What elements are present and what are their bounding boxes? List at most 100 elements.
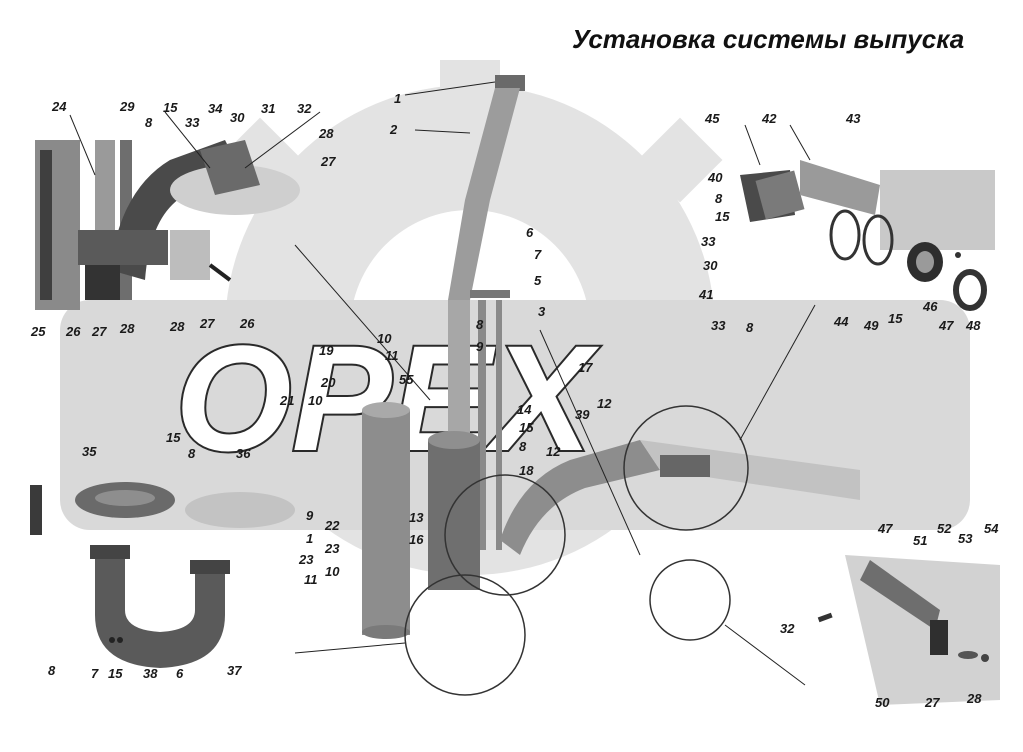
callout-8: 8: [476, 317, 484, 332]
callout-50: 50: [875, 695, 890, 710]
callout-52: 52: [937, 521, 952, 536]
callout-15: 15: [519, 420, 534, 435]
rear-pipe: [500, 440, 860, 555]
callout-33: 33: [711, 318, 726, 333]
callout-27: 27: [320, 154, 336, 169]
callout-32: 32: [780, 621, 795, 636]
callout-33: 33: [185, 115, 200, 130]
callout-9: 9: [476, 339, 484, 354]
callout-11: 11: [385, 348, 399, 363]
callout-15: 15: [715, 209, 730, 224]
callout-7: 7: [91, 666, 99, 681]
callout-48: 48: [965, 318, 981, 333]
callout-38: 38: [143, 666, 158, 681]
callout-44: 44: [833, 314, 849, 329]
callout-12: 12: [546, 444, 561, 459]
callout-12: 12: [597, 396, 612, 411]
muffler: [428, 431, 480, 590]
callout-7: 7: [534, 247, 542, 262]
callout-11: 11: [304, 572, 318, 587]
callout-30: 30: [230, 110, 245, 125]
callout-23: 23: [324, 541, 340, 556]
exhaust-pipe-vertical: [448, 75, 525, 550]
callout-17: 17: [578, 360, 593, 375]
callout-31: 31: [261, 101, 275, 116]
callout-40: 40: [707, 170, 723, 185]
callout-32: 32: [297, 101, 312, 116]
callout-42: 42: [761, 111, 777, 126]
callout-16: 16: [409, 532, 424, 547]
callout-36: 36: [236, 446, 251, 461]
callout-55: 55: [399, 372, 414, 387]
callout-10: 10: [308, 393, 323, 408]
callout-28: 28: [966, 691, 982, 706]
callout-8: 8: [48, 663, 56, 678]
callout-1: 1: [306, 531, 313, 546]
manifold-assembly: [35, 140, 300, 310]
callout-1: 1: [394, 91, 401, 106]
callout-22: 22: [324, 518, 340, 533]
callout-28: 28: [169, 319, 185, 334]
callout-10: 10: [377, 331, 392, 346]
callout-8: 8: [519, 439, 527, 454]
callout-54: 54: [984, 521, 999, 536]
callout-labels: 1 2 3 5 6 7 8 9 10 11 55 17 14 15 8 12 1…: [30, 91, 999, 710]
detail-circles: [404, 405, 749, 696]
callout-10: 10: [325, 564, 340, 579]
callout-43: 43: [845, 111, 861, 126]
callout-30: 30: [703, 258, 718, 273]
callout-15: 15: [163, 100, 178, 115]
diagram-title: Установка системы выпуска: [572, 24, 965, 54]
leader-lines: [69, 81, 816, 686]
callout-41: 41: [698, 287, 713, 302]
callout-37: 37: [227, 663, 242, 678]
bracket-assembly: [817, 555, 1000, 705]
callout-45: 45: [704, 111, 720, 126]
callout-6: 6: [526, 225, 534, 240]
callout-27: 27: [924, 695, 940, 710]
callout-5: 5: [534, 273, 542, 288]
callout-26: 26: [239, 316, 255, 331]
callout-15: 15: [108, 666, 123, 681]
callout-14: 14: [517, 402, 532, 417]
callout-51: 51: [913, 533, 927, 548]
callout-26: 26: [65, 324, 81, 339]
flange-assembly: [740, 160, 995, 311]
callout-28: 28: [318, 126, 334, 141]
callout-25: 25: [30, 324, 46, 339]
callout-21: 21: [279, 393, 294, 408]
callout-20: 20: [320, 375, 336, 390]
callout-8: 8: [188, 446, 196, 461]
callout-29: 29: [119, 99, 135, 114]
callout-35: 35: [82, 444, 97, 459]
callout-19: 19: [319, 343, 334, 358]
callout-9: 9: [306, 508, 314, 523]
u-pipe-assembly: [30, 482, 295, 668]
callout-47: 47: [938, 318, 954, 333]
callout-24: 24: [51, 99, 67, 114]
callout-15: 15: [166, 430, 181, 445]
callout-8: 8: [715, 191, 723, 206]
callout-28: 28: [119, 321, 135, 336]
callout-6: 6: [176, 666, 184, 681]
heat-shield: [362, 402, 410, 639]
callout-23: 23: [298, 552, 314, 567]
callout-33: 33: [701, 234, 716, 249]
callout-3: 3: [538, 304, 546, 319]
callout-27: 27: [199, 316, 215, 331]
callout-2: 2: [389, 122, 398, 137]
callout-8: 8: [145, 115, 153, 130]
callout-18: 18: [519, 463, 534, 478]
callout-49: 49: [863, 318, 879, 333]
callout-39: 39: [575, 407, 590, 422]
callout-47: 47: [877, 521, 893, 536]
callout-8: 8: [746, 320, 754, 335]
callout-27: 27: [91, 324, 107, 339]
callout-13: 13: [409, 510, 424, 525]
callout-34: 34: [208, 101, 223, 116]
callout-53: 53: [958, 531, 973, 546]
callout-15: 15: [888, 311, 903, 326]
callout-46: 46: [922, 299, 938, 314]
